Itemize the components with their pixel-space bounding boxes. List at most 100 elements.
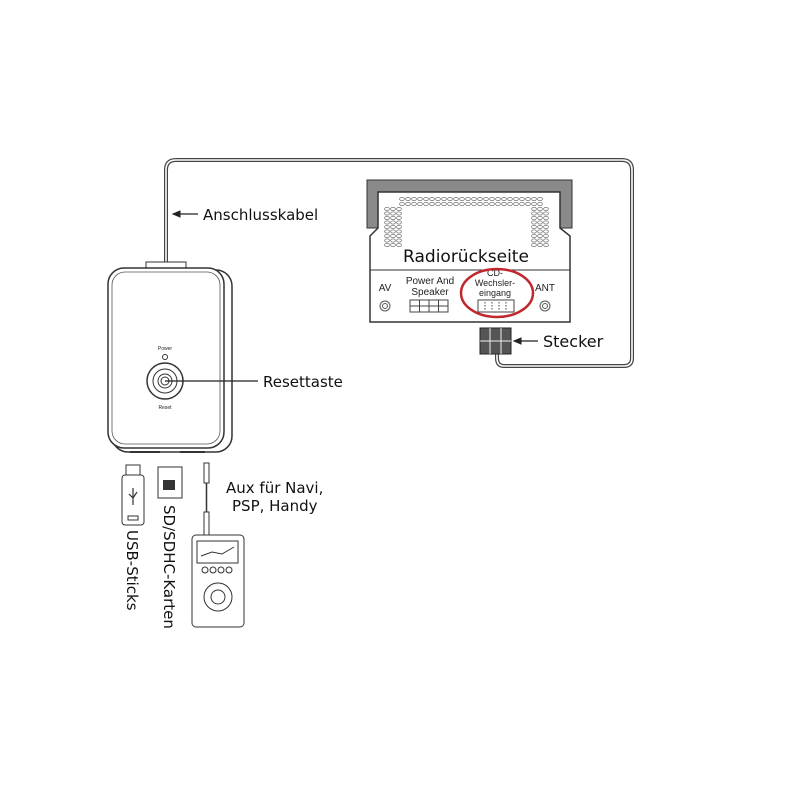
- vent-holes: [384, 196, 549, 247]
- vent-hole: [384, 233, 390, 238]
- reset-label: Reset: [158, 405, 172, 411]
- vent-hole: [411, 201, 417, 206]
- cable-label: Anschlusskabel: [203, 206, 318, 224]
- vent-hole: [483, 196, 489, 201]
- vent-hole: [390, 206, 396, 211]
- vent-hole: [543, 224, 549, 229]
- vent-hole: [384, 224, 390, 229]
- vent-hole: [537, 196, 543, 201]
- vent-hole: [537, 242, 543, 247]
- vent-hole: [537, 206, 543, 211]
- vent-hole: [459, 196, 465, 201]
- cd-changer-port: [477, 299, 515, 313]
- vent-hole: [537, 233, 543, 238]
- vent-hole: [531, 224, 537, 229]
- vent-hole: [459, 201, 465, 206]
- vent-hole: [525, 201, 531, 206]
- vent-hole: [531, 196, 537, 201]
- cd-changer-label-2: Wechsler-: [475, 278, 515, 288]
- sd-label: SD/SDHC-Karten: [160, 505, 178, 629]
- media-player-icon: [191, 534, 245, 628]
- vent-hole: [384, 211, 390, 216]
- vent-hole: [477, 201, 483, 206]
- vent-hole: [543, 215, 549, 220]
- vent-hole: [384, 229, 390, 234]
- vent-hole: [390, 229, 396, 234]
- vent-hole: [441, 196, 447, 201]
- vent-hole: [489, 196, 495, 201]
- vent-hole: [495, 196, 501, 201]
- power-speaker-label: Power And: [406, 276, 454, 287]
- vent-hole: [384, 242, 390, 247]
- power-speaker-label-2: Speaker: [411, 287, 449, 298]
- vent-hole: [435, 196, 441, 201]
- adapter-device: Power Reset: [107, 261, 233, 453]
- vent-hole: [396, 206, 402, 211]
- vent-hole: [543, 238, 549, 243]
- vent-hole: [396, 220, 402, 225]
- vent-hole: [453, 196, 459, 201]
- vent-hole: [507, 196, 513, 201]
- vent-hole: [531, 242, 537, 247]
- vent-hole: [483, 201, 489, 206]
- aux-label-line2: PSP, Handy: [232, 497, 318, 515]
- vent-hole: [417, 196, 423, 201]
- radio-unit: Radiorückseite AV Power And Speaker CD- …: [366, 179, 573, 323]
- vent-hole: [543, 206, 549, 211]
- vent-hole: [396, 242, 402, 247]
- cd-changer-label: CD-: [487, 268, 503, 278]
- vent-hole: [537, 201, 543, 206]
- vent-hole: [489, 201, 495, 206]
- vent-hole: [390, 211, 396, 216]
- radio-back-label: Radiorückseite: [403, 247, 529, 267]
- vent-hole: [471, 196, 477, 201]
- vent-hole: [384, 238, 390, 243]
- vent-hole: [537, 224, 543, 229]
- sd-card-icon: [157, 466, 183, 499]
- vent-hole: [405, 201, 411, 206]
- plug-connector: [479, 327, 512, 355]
- vent-hole: [471, 201, 477, 206]
- vent-hole: [435, 201, 441, 206]
- plug-arrow: [512, 337, 538, 345]
- vent-hole: [531, 215, 537, 220]
- vent-hole: [399, 196, 405, 201]
- power-indicator-label: Power: [158, 346, 173, 352]
- vent-hole: [531, 220, 537, 225]
- ant-port: [539, 300, 551, 312]
- vent-hole: [390, 220, 396, 225]
- ant-port-label: ANT: [535, 283, 555, 294]
- vent-hole: [531, 229, 537, 234]
- vent-hole: [429, 196, 435, 201]
- vent-hole: [396, 229, 402, 234]
- vent-hole: [531, 233, 537, 238]
- aux-cable: [203, 462, 210, 537]
- vent-hole: [513, 196, 519, 201]
- cable-arrow: [171, 210, 198, 218]
- vent-hole: [501, 201, 507, 206]
- vent-hole: [399, 201, 405, 206]
- vent-hole: [423, 201, 429, 206]
- vent-hole: [384, 206, 390, 211]
- vent-hole: [384, 220, 390, 225]
- aux-label-line1: Aux für Navi,: [226, 479, 323, 497]
- cd-changer-highlight: [459, 267, 535, 319]
- vent-hole: [477, 196, 483, 201]
- vent-hole: [543, 242, 549, 247]
- vent-hole: [384, 215, 390, 220]
- vent-hole: [390, 233, 396, 238]
- vent-hole: [396, 215, 402, 220]
- cd-changer-label-3: eingang: [479, 288, 511, 298]
- vent-hole: [417, 201, 423, 206]
- vent-hole: [507, 201, 513, 206]
- vent-hole: [537, 229, 543, 234]
- vent-hole: [390, 224, 396, 229]
- vent-hole: [531, 211, 537, 216]
- vent-hole: [543, 220, 549, 225]
- usb-stick-icon: [121, 464, 145, 526]
- vent-hole: [513, 201, 519, 206]
- vent-hole: [543, 233, 549, 238]
- vent-hole: [447, 201, 453, 206]
